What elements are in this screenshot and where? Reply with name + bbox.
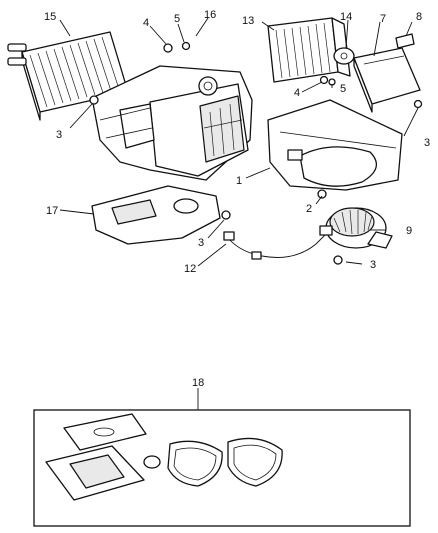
blower-housing — [267, 99, 403, 191]
callout-9: 9 — [406, 225, 412, 237]
callout-17: 17 — [46, 205, 58, 217]
callout-3-right: 3 — [424, 137, 430, 149]
callout-7: 7 — [380, 13, 386, 25]
heater-core — [7, 31, 129, 121]
callout-18: 18 — [192, 377, 204, 389]
callout-1: 1 — [236, 175, 242, 187]
callout-3-lower: 3 — [198, 237, 204, 249]
clip — [395, 33, 415, 49]
expansion-valve — [333, 47, 355, 65]
callout-14: 14 — [340, 11, 352, 23]
callout-12: 12 — [184, 263, 196, 275]
callout-3-bottom: 3 — [370, 259, 376, 271]
air-inlet-duct — [91, 185, 221, 245]
callout-16: 16 — [204, 9, 216, 21]
callout-8: 8 — [416, 11, 422, 23]
callout-labels: 15 4 5 16 13 14 7 8 3 4 5 3 1 2 9 17 3 1… — [44, 9, 430, 389]
leader-lines — [59, 17, 419, 410]
fasteners — [89, 41, 423, 265]
evaporator-cover — [353, 47, 421, 113]
callout-4-mid: 4 — [294, 87, 300, 99]
callout-4-top: 4 — [143, 17, 149, 29]
callout-5-top: 5 — [174, 13, 180, 25]
callout-3-left: 3 — [56, 129, 62, 141]
callout-15: 15 — [44, 11, 56, 23]
callout-5-mid: 5 — [340, 83, 346, 95]
seal-kit — [33, 409, 411, 527]
callout-13: 13 — [242, 15, 254, 27]
callout-2: 2 — [306, 203, 312, 215]
blower-motor — [325, 207, 393, 249]
hvac-housing — [91, 65, 253, 181]
wiring-harness — [223, 225, 333, 260]
